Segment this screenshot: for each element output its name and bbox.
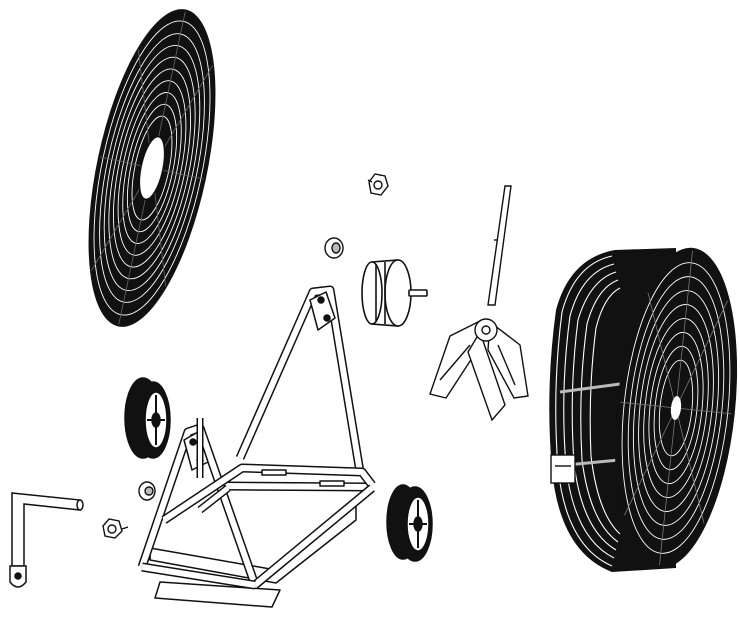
handle-icon: [9, 492, 84, 588]
motor-icon: [361, 259, 428, 327]
wheel-left-icon: [124, 377, 171, 459]
fan-blade-icon: [429, 185, 529, 422]
knob-upper-icon: [367, 173, 389, 196]
rear-grille-icon: [549, 247, 738, 572]
bushing-lower-icon: [138, 481, 156, 501]
cart-frame-icon: [137, 285, 376, 608]
knob-lower-icon: [102, 518, 129, 539]
wheel-right-icon: [386, 484, 433, 562]
front-grille-icon: [88, 9, 216, 327]
bushing-upper-icon: [324, 237, 344, 259]
